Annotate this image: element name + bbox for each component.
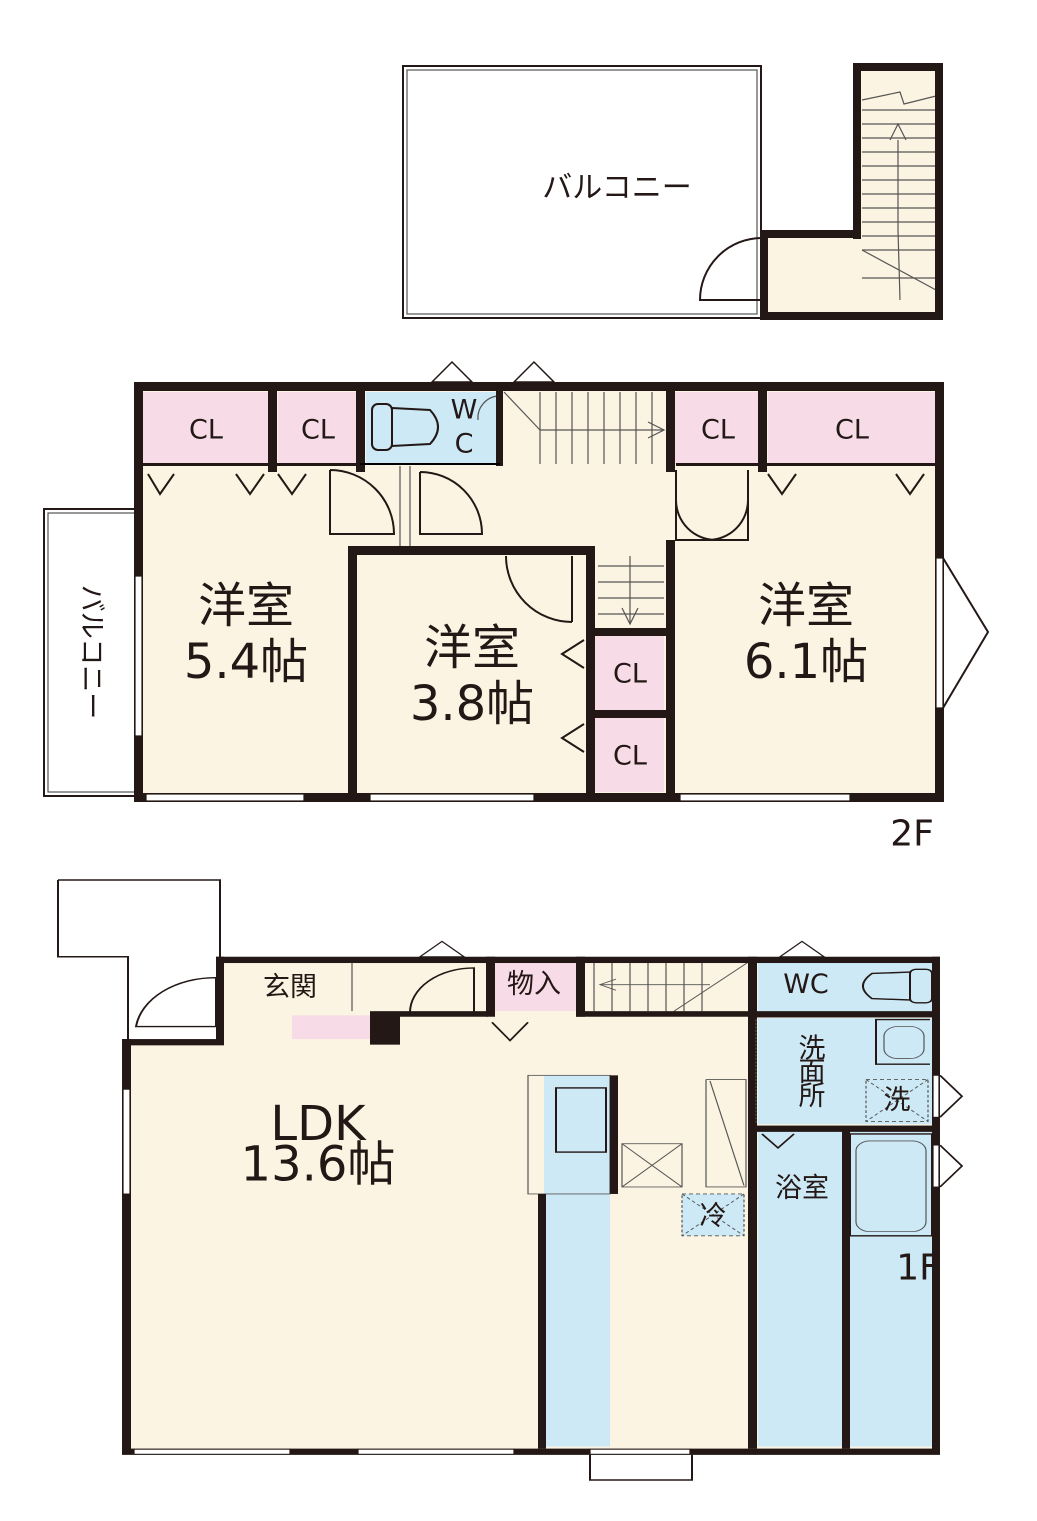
cl-label-5: CL [613, 659, 647, 690]
cl-label-3: CL [701, 415, 735, 446]
wc-label-1f: WC [783, 969, 829, 1000]
porch [58, 879, 221, 959]
closet-3 [674, 392, 760, 464]
stair-landing [760, 232, 860, 316]
floor-2-label: 2F [890, 814, 934, 855]
roof-balcony [402, 65, 762, 319]
closet-5 [594, 636, 664, 710]
ldk-name: LDK [270, 1096, 367, 1152]
ldk-size: 13.6帖 [241, 1137, 396, 1193]
washroom-label-1: 洗 [799, 1033, 826, 1064]
cl-label-2: CL [301, 415, 335, 446]
storage-label: 物入 [507, 969, 561, 1000]
entrance-door [134, 976, 217, 1028]
side-balcony-label: バルコニー [76, 585, 107, 719]
closet-4 [768, 392, 936, 464]
stairs-1f [593, 962, 749, 1012]
bath-label: 浴室 [775, 1173, 829, 1204]
roof-floor: バルコニー [402, 63, 943, 320]
stove [621, 1143, 683, 1188]
washroom-label-2: 面 [799, 1057, 826, 1088]
shoe-cabinet [292, 1015, 370, 1040]
sink [555, 1087, 607, 1153]
side-balcony [43, 508, 141, 797]
wc-2f [366, 392, 498, 464]
floor-1-label: 1F [896, 1247, 940, 1288]
fridge-label: 冷 [700, 1201, 727, 1232]
closet-2 [278, 392, 358, 464]
room-a-size: 5.4帖 [184, 634, 308, 690]
toilet-bowl-2f [391, 406, 439, 448]
closet-1 [142, 392, 270, 464]
wc-label-c: C [455, 429, 474, 460]
cl-label-4: CL [835, 415, 869, 446]
room-c-size: 6.1帖 [744, 634, 868, 690]
room-a-name: 洋室 [198, 578, 294, 634]
roof-balcony-label: バルコニー [542, 171, 691, 206]
cl-label-6: CL [613, 741, 647, 772]
bay-window [942, 557, 990, 709]
toilet-bowl-1f [862, 971, 911, 1001]
room-b-size: 3.8帖 [410, 676, 534, 732]
back-step [589, 1454, 693, 1481]
closet-6 [594, 718, 664, 792]
roof-door [698, 237, 763, 301]
room-c-name: 洋室 [758, 578, 854, 634]
storage-room [494, 962, 576, 1012]
room-b-name: 洋室 [424, 620, 520, 676]
washroom-label-3: 所 [799, 1081, 826, 1112]
stairs-2f [503, 391, 666, 626]
washbasin [875, 1018, 930, 1065]
wc-label-w: W [451, 395, 478, 426]
entrance-label: 玄関 [263, 972, 317, 1003]
kitchen-counter [544, 1075, 610, 1447]
wc-1f [758, 962, 934, 1013]
washer-label: 洗 [884, 1085, 911, 1116]
second-floor: バルコニー [43, 360, 990, 855]
first-floor: 玄関 物入 WC 洗 面 所 洗 浴室 冷 LDK 13.6帖 1F [57, 879, 964, 1481]
cl-label-1: CL [189, 415, 223, 446]
